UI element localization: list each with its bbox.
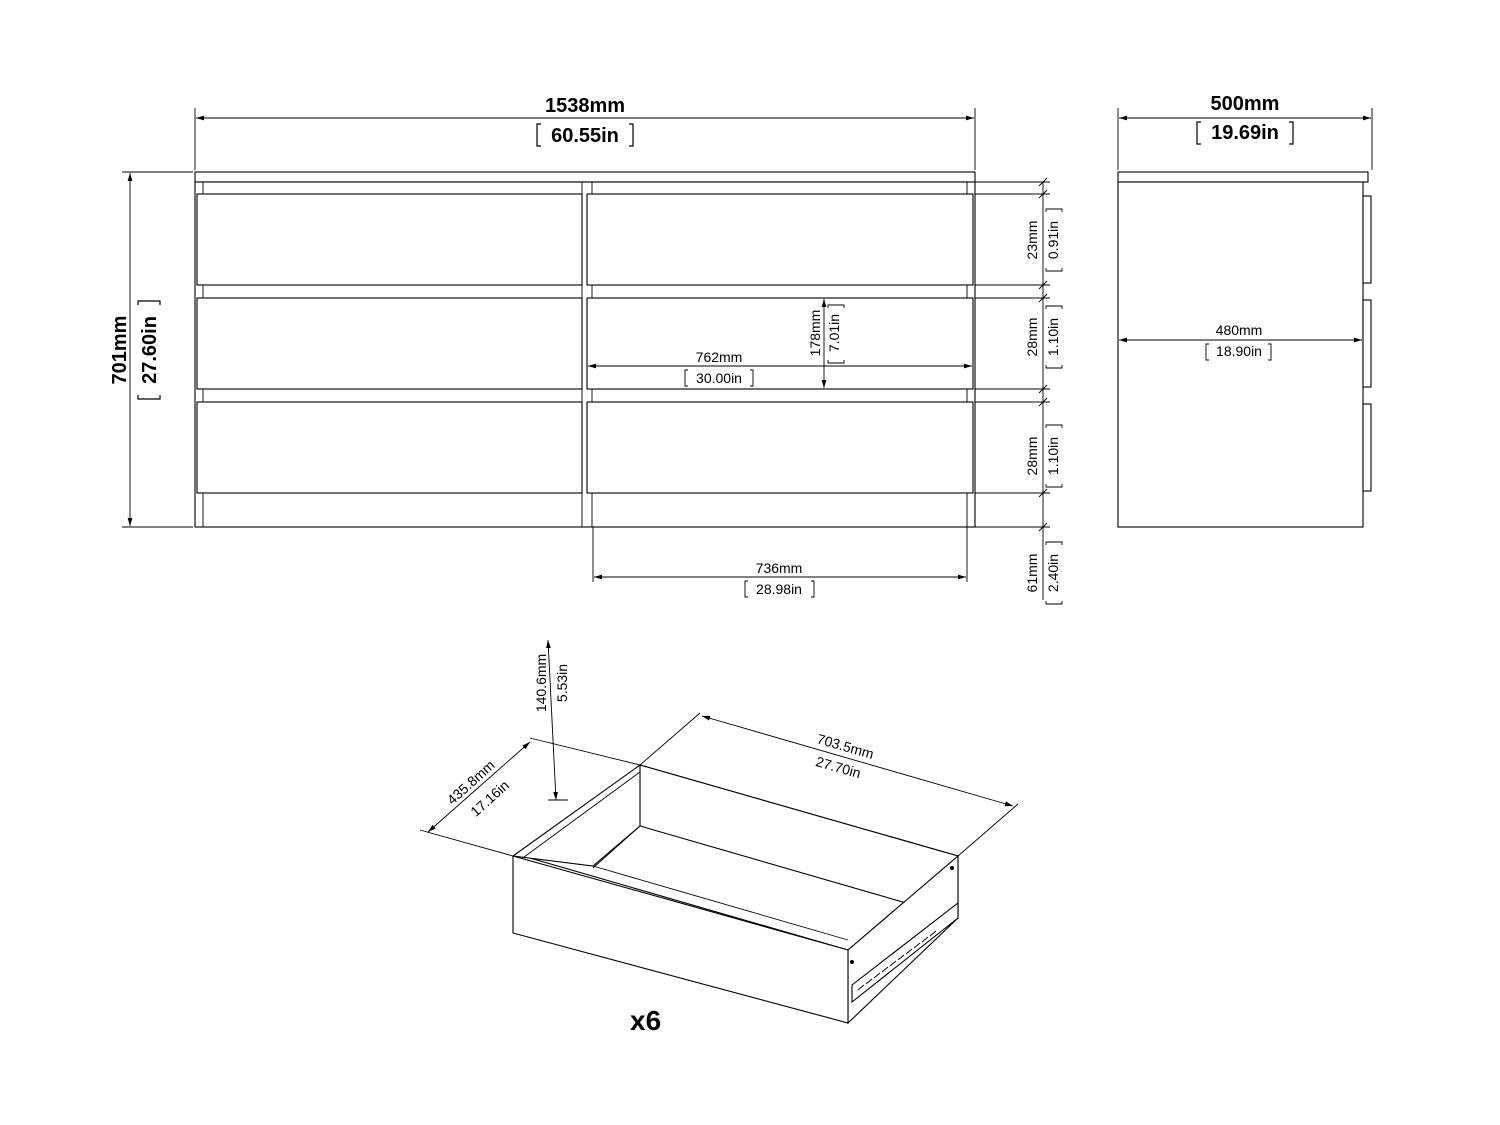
drawer-front-top-right: [586, 193, 974, 286]
side-drawer-front-1: [1362, 195, 1372, 284]
plinth-mm: 61mm: [1024, 554, 1040, 593]
dim-inner-width: 736mm 28.98in: [592, 527, 968, 598]
gap-low-mm: 28mm: [1024, 437, 1040, 476]
overall-height-in: 27.60in: [139, 316, 161, 384]
drawer-front-low-right: [586, 401, 974, 494]
drawer-front-top-left: [196, 193, 583, 286]
inner-width-in: 28.98in: [756, 581, 802, 597]
drawer-front-height-in: 7.01in: [826, 314, 842, 352]
dim-drawer-front-height: 178mm 7.01in: [807, 299, 845, 388]
plinth-in: 2.40in: [1045, 554, 1061, 592]
overall-width-mm: 1538mm: [545, 95, 625, 117]
bracket: [827, 304, 845, 364]
side-top-panel: [1117, 171, 1369, 183]
gap-mid-in: 1.10in: [1045, 318, 1061, 356]
drawer-front-low-left: [196, 401, 583, 494]
gap-mid-mm: 28mm: [1024, 318, 1040, 357]
overall-height-mm: 701mm: [109, 316, 131, 385]
drawer-height-mm: 140.6mm: [533, 654, 549, 712]
drawer-runner: [851, 901, 959, 1004]
dim-side-inner-depth: 480mm 18.90in: [1119, 322, 1362, 361]
overall-depth-in: 19.69in: [1211, 122, 1279, 144]
drawer-front-mid-right: [586, 297, 974, 390]
bracket: [1196, 121, 1294, 145]
side-inner-depth-mm: 480mm: [1216, 322, 1263, 338]
bracket: [684, 369, 754, 387]
overall-depth-mm: 500mm: [1211, 93, 1280, 115]
gap-top-mm: 23mm: [1024, 221, 1040, 260]
gap-top-in: 0.91in: [1045, 221, 1061, 259]
side-inner-depth-in: 18.90in: [1216, 343, 1262, 359]
drawer-quantity: x6: [630, 1005, 661, 1036]
side-view: [1117, 171, 1372, 528]
front-view: [194, 171, 976, 528]
side-body: [1117, 181, 1364, 528]
inner-width-mm: 736mm: [756, 560, 803, 576]
overall-width-in: 60.55in: [551, 125, 619, 147]
dim-drawer-height: 140.6mm 5.53in: [533, 639, 570, 801]
drawer-front-panel: [512, 855, 849, 1024]
drawer-front-width-in: 30.00in: [696, 370, 742, 386]
drawer-front-mid-left: [196, 297, 583, 390]
dim-drawer-front-width: 762mm 30.00in: [588, 349, 972, 387]
drawer-height-in: 5.53in: [554, 664, 570, 702]
dim-gaps: 23mm 0.91in 28mm 1.10in 28mm 1.10in 61mm…: [975, 177, 1063, 605]
dim-overall-depth: 500mm 19.69in: [1117, 93, 1373, 170]
drawer-front-width-mm: 762mm: [696, 349, 743, 365]
side-drawer-front-2: [1362, 299, 1372, 388]
dim-overall-height: 701mm 27.60in: [109, 171, 193, 528]
dim-overall-width: 1538mm 60.55in: [194, 95, 976, 170]
gap-low-in: 1.10in: [1045, 437, 1061, 475]
drawer-front-height-mm: 178mm: [807, 310, 823, 357]
bracket: [744, 580, 815, 598]
runner-detail: [857, 930, 937, 991]
drawer-isometric: [511, 763, 960, 1025]
bracket: [137, 300, 161, 400]
bracket: [536, 123, 634, 147]
top-panel: [194, 171, 976, 183]
bracket: [1205, 343, 1272, 361]
side-drawer-front-3: [1362, 403, 1372, 492]
